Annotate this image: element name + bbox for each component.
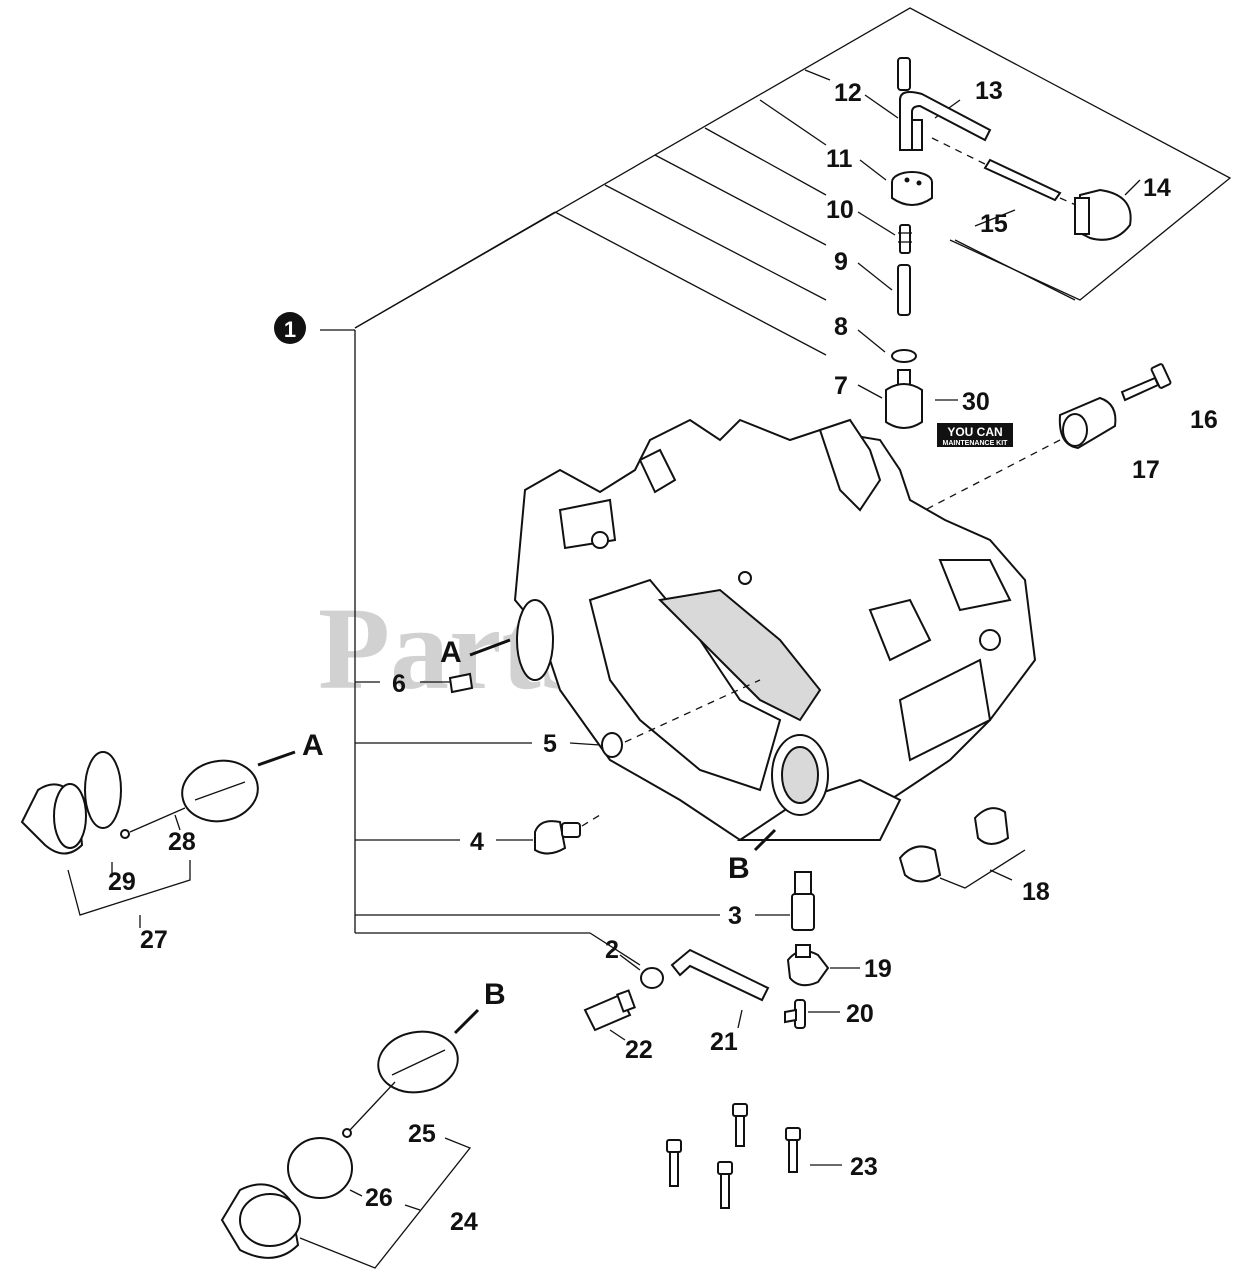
callout-19: 19 [864,955,892,983]
part-8-oring [891,349,917,363]
part-21-elbow-tube [670,948,770,1029]
part-13-elbow-tube [899,91,992,151]
marker-a-housing: A [440,636,462,669]
callout-13: 13 [975,77,1003,105]
arrow-b-housing [753,828,777,852]
marker-b-cap: B [484,978,506,1011]
part-14-primer-bulb [1074,188,1132,241]
part-12-tube [897,57,911,91]
part-22-filter [583,989,636,1041]
callout-14: 14 [1143,174,1171,202]
callout-15: 15 [980,210,1008,238]
part-19-pump [786,944,860,987]
callout-16: 16 [1190,406,1218,434]
callout-1-badge [274,312,306,344]
crankcase-housing [513,418,1037,842]
callout-30: 30 [962,388,990,416]
callout-25: 25 [408,1120,436,1148]
maintenance-kit-badge: YOU CAN MAINTENANCE KIT [937,423,1013,447]
callout-12: 12 [834,79,862,107]
part-5-grommet [569,679,761,758]
callout-26: 26 [365,1184,393,1212]
part-2-grommet [619,954,664,989]
marker-b-housing: B [728,852,750,885]
callout-17: 17 [1132,456,1160,484]
callout-6: 6 [392,670,406,698]
part-3-pump-shaft [755,871,815,931]
callout-9: 9 [834,248,848,276]
kit-bracket-lines [320,7,1232,966]
part-11-grommet [891,171,933,206]
part-16-bolt [1120,363,1172,402]
marker-a-cap: A [302,729,324,762]
part-6-screw [420,672,474,694]
part-4-plug [496,814,601,855]
callout-11: 11 [826,145,853,173]
callout-24: 24 [450,1208,478,1236]
oil-cap-assembly-a [20,750,296,928]
part-17-cylinder [924,396,1117,511]
callout-20: 20 [846,1000,874,1028]
callout-18: 18 [1022,878,1050,906]
callout-10: 10 [826,196,854,224]
callout-5: 5 [543,730,557,758]
badge-line2: MAINTENANCE KIT [943,440,1009,447]
arrow-a-housing [469,638,511,657]
callout-2: 2 [605,936,619,964]
callout-3: 3 [728,902,742,930]
callout-22: 22 [625,1036,653,1064]
part-15-tube [931,137,1079,207]
callout-7: 7 [834,372,848,400]
callout-23: 23 [850,1153,878,1181]
part-9-tube [897,264,911,316]
oil-cap-assembly-b [220,1008,480,1269]
badge-line1: YOU CAN [947,425,1002,439]
part-7-filter [885,369,923,429]
callout-27: 27 [140,926,168,954]
callout-1: 1 [284,317,296,342]
callout-21: 21 [710,1028,738,1056]
part-20-fitting [784,999,840,1029]
callout-28: 28 [168,828,196,856]
callout-29: 29 [108,868,136,896]
callout-4: 4 [470,828,484,856]
part-10-fitting [898,224,912,254]
callout-8: 8 [834,313,848,341]
part-23-bolts [666,1103,842,1209]
part-18-dampers [898,807,1026,889]
